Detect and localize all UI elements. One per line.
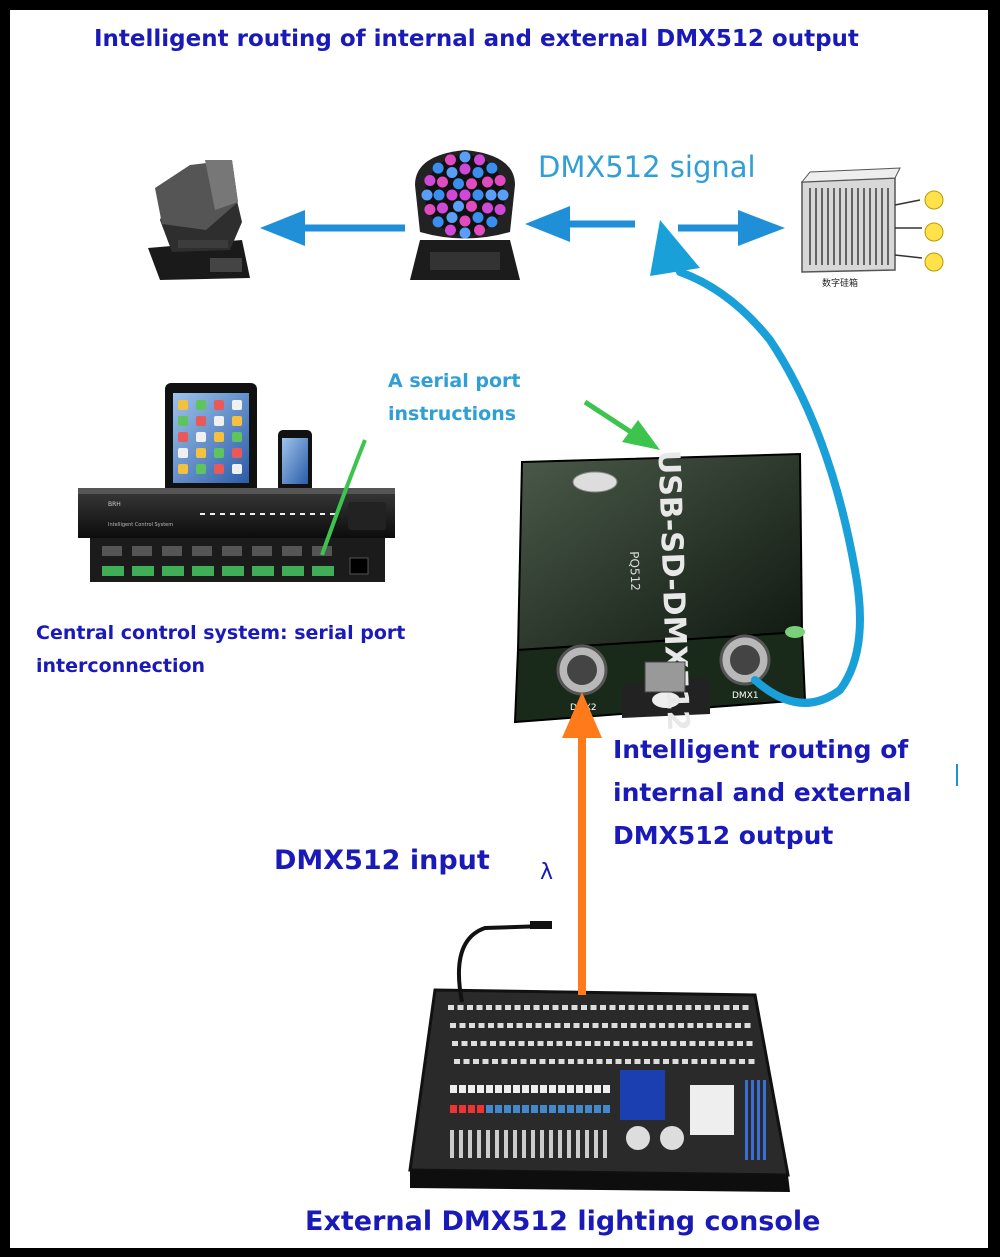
central-control-label: Central control system: serial port inte… <box>36 622 406 677</box>
dmx-output-arrow-right <box>678 210 785 246</box>
dimmer-pack-image: 数字硅箱 <box>800 167 944 289</box>
serial-instructions-label: A serial port instructions <box>388 370 521 425</box>
routing-label: Intelligent routing of internal and exte… <box>613 735 912 850</box>
diagram-canvas: Intelligent routing of internal and exte… <box>10 10 988 1248</box>
diagram-title: Intelligent routing of internal and exte… <box>94 26 859 52</box>
port-dmx1-label: DMX1 <box>732 691 759 701</box>
edge-marker <box>956 764 958 786</box>
lambda-symbol: λ <box>540 860 554 885</box>
lighting-console-image <box>408 921 790 1192</box>
rack-name: Intelligent Control System <box>108 522 173 528</box>
dmx-cable-arrow <box>650 220 864 707</box>
dimmer-caption: 数字硅箱 <box>822 277 858 289</box>
usb-sd-dmx512-interface-image: USB-SD-DMX512 PQ512 DMX2 DMX1 <box>513 449 807 732</box>
central-control-system-image: BRH Intelligent Control System <box>78 383 395 582</box>
rack-brand: BRH <box>108 501 121 508</box>
dmx-signal-label: DMX512 signal <box>538 150 756 184</box>
dmx-input-label: DMX512 input <box>274 845 490 876</box>
interface-brand-text: PQ512 <box>627 551 642 591</box>
lighting-console-label: External DMX512 lighting console <box>305 1206 821 1237</box>
serial-cable-line <box>320 439 367 556</box>
bulb-icon <box>924 190 944 272</box>
serial-arrow <box>583 399 660 450</box>
led-wash-light-image <box>410 150 520 280</box>
diagram-graphics: 数字硅箱 BRH Intelligent Control System <box>78 150 958 1192</box>
dmx-output-arrow-center <box>525 206 635 242</box>
moving-head-spot-image <box>148 160 250 280</box>
dmx-output-arrow-left <box>260 210 405 246</box>
dmx-input-arrow <box>562 692 602 995</box>
